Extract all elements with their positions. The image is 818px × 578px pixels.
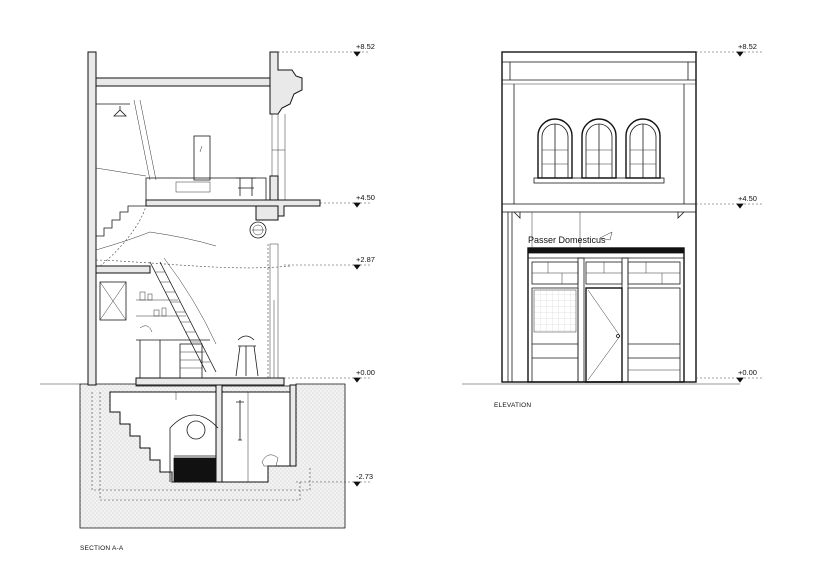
section-level-2-87: +2.87 (284, 255, 375, 270)
elevation-level-0-00: +0.00 (696, 368, 764, 383)
level-label: +0.00 (356, 368, 375, 377)
kitchen-counter (136, 339, 210, 378)
shower-head-icon (236, 400, 244, 441)
elevation-level-4-50: +4.50 (696, 194, 764, 209)
shopfront-cornice (501, 203, 697, 213)
shutter-line (95, 259, 291, 269)
level-label: -2.73 (356, 472, 373, 481)
level-label: +8.52 (356, 42, 375, 51)
elevation-level-8-52: +8.52 (696, 42, 764, 57)
facade-outline (501, 51, 697, 383)
parapet (501, 51, 697, 63)
arched-window (537, 118, 573, 179)
elevation-level-markers: +8.52 +4.50 +0.00 (696, 42, 764, 383)
drawer-unit (179, 343, 203, 379)
footing-outline (91, 392, 311, 491)
main-stair-ladder (149, 257, 217, 373)
chair (236, 177, 256, 196)
basement-wall (215, 384, 223, 483)
door-swing-indicator (587, 289, 621, 381)
shop-sign-text: Passer Domesticus (528, 235, 606, 245)
bird-logo-icon (599, 231, 613, 241)
transom-panes (531, 261, 681, 285)
vanity-unit (173, 457, 217, 483)
awning-strip (527, 247, 685, 254)
front-basement-wall (289, 384, 297, 467)
front-wall-lintel (269, 175, 279, 201)
footing-outline-2 (99, 392, 301, 501)
level-label: +8.52 (738, 42, 757, 51)
section-level-0-00: +0.00 (40, 368, 375, 385)
arched-windows (533, 118, 665, 184)
section-a-a (79, 51, 346, 529)
bed (145, 177, 267, 201)
section-caption: SECTION A-A (80, 545, 124, 552)
entry-door (585, 287, 623, 383)
arched-mirror-niche (169, 414, 219, 482)
section-level-8-52: +8.52 (278, 42, 375, 57)
level-label: +0.00 (738, 368, 757, 377)
section-level-minus-2-73: -2.73 (296, 472, 373, 487)
arched-window (581, 118, 617, 179)
cornice (269, 51, 303, 115)
clothes-hanger-icon (113, 106, 127, 117)
storage-crate (99, 281, 127, 321)
level-label: +4.50 (356, 193, 375, 202)
level-label: +2.87 (356, 255, 375, 264)
ground-floor-slab (135, 377, 285, 386)
left-display-window (531, 287, 579, 383)
wardrobe (193, 135, 211, 181)
mezzanine-slab (95, 265, 151, 274)
upper-stair (96, 205, 146, 237)
window-sill (533, 177, 665, 184)
tiled-back-wall (533, 289, 577, 333)
left-wall (87, 51, 97, 386)
arched-window (625, 118, 661, 179)
level-label: +4.50 (738, 194, 757, 203)
elevation-caption: ELEVATION (494, 402, 531, 409)
front-elevation: Passer Domesticus (462, 51, 740, 385)
right-display-window (627, 287, 681, 383)
first-floor-slab (145, 199, 321, 217)
roof-slab (95, 77, 271, 87)
door-handle (616, 334, 620, 338)
slab-beam (255, 205, 279, 221)
basement-void (109, 391, 297, 483)
round-mirror (186, 420, 206, 440)
section-level-markers: +8.52 +4.50 +2.87 +0.00 -2.73 (40, 42, 375, 487)
section-level-4-50: +4.50 (320, 193, 375, 208)
vent-grille-icon (249, 221, 267, 239)
toilet (261, 454, 279, 467)
bar-stool (235, 335, 259, 377)
